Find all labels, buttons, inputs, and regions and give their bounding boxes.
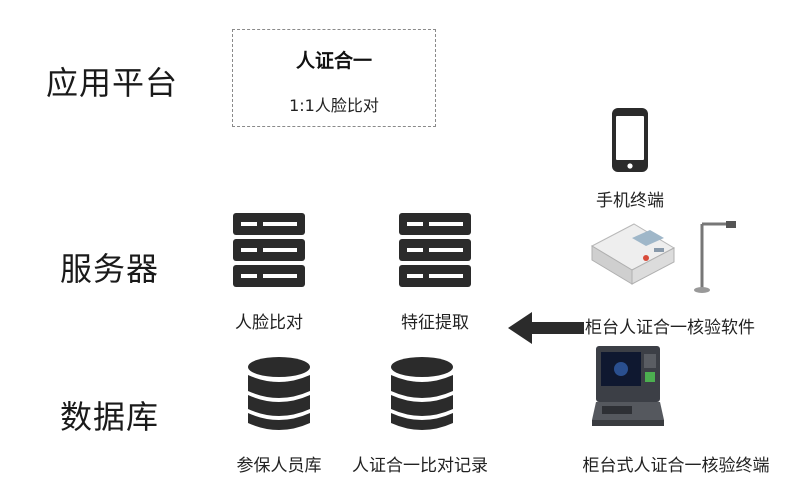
device-caption-mobile: 手机终端 bbox=[596, 191, 664, 211]
platform-box: 人证合一 1:1人脸比对 bbox=[232, 29, 436, 127]
server-rack-icon bbox=[399, 213, 471, 287]
server-rack-icon bbox=[233, 213, 305, 287]
database-icon bbox=[247, 357, 311, 433]
device-caption-counter-software: 柜台人证合一核验软件 bbox=[585, 318, 755, 338]
camera-stand-icon bbox=[690, 218, 740, 294]
row-label-server: 服务器 bbox=[60, 250, 160, 288]
row-label-app-platform: 应用平台 bbox=[46, 64, 179, 102]
card-reader-icon bbox=[588, 218, 678, 288]
verification-kiosk-icon bbox=[592, 344, 664, 428]
smartphone-icon bbox=[612, 108, 648, 172]
device-caption-counter-terminal: 柜台式人证合一核验终端 bbox=[582, 456, 770, 476]
platform-title: 人证合一 bbox=[295, 50, 372, 72]
platform-subtitle: 1:1人脸比对 bbox=[289, 96, 379, 115]
server-caption-face-compare: 人脸比对 bbox=[235, 313, 303, 333]
database-caption-compare-records: 人证合一比对记录 bbox=[352, 456, 488, 476]
database-icon bbox=[390, 357, 454, 433]
row-label-database: 数据库 bbox=[60, 398, 160, 436]
database-caption-insured: 参保人员库 bbox=[236, 456, 322, 476]
arrow-left-icon bbox=[508, 310, 584, 346]
server-caption-feature-extract: 特征提取 bbox=[401, 313, 469, 333]
